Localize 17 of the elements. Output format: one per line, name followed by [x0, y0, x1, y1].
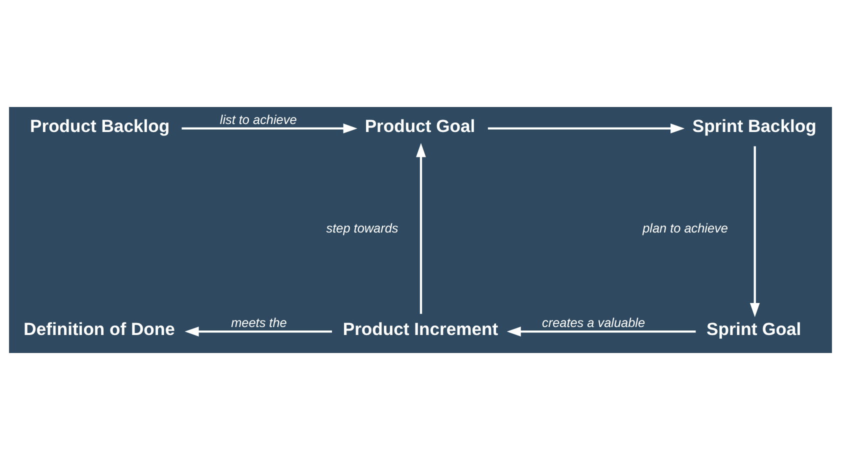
node-text: Product Increment	[342, 318, 498, 338]
edge-label: meets the	[231, 316, 287, 330]
arrow	[416, 142, 426, 314]
arrow	[184, 326, 332, 336]
node-text: Sprint Backlog	[692, 115, 816, 136]
node-text: Product Backlog	[30, 115, 170, 136]
arrow	[182, 123, 358, 133]
edge-label: step towards	[326, 220, 398, 235]
arrow	[750, 146, 760, 317]
arrow	[488, 123, 685, 133]
edge-label: list to achieve	[220, 112, 297, 126]
node-text: Sprint Goal	[706, 318, 802, 338]
arrow	[506, 326, 696, 336]
edge-label: creates a valuable	[542, 316, 646, 330]
node-text: Definition of Done	[24, 318, 175, 338]
node-text: Product Goal	[364, 115, 476, 136]
edge-label: plan to achieve	[642, 220, 728, 235]
